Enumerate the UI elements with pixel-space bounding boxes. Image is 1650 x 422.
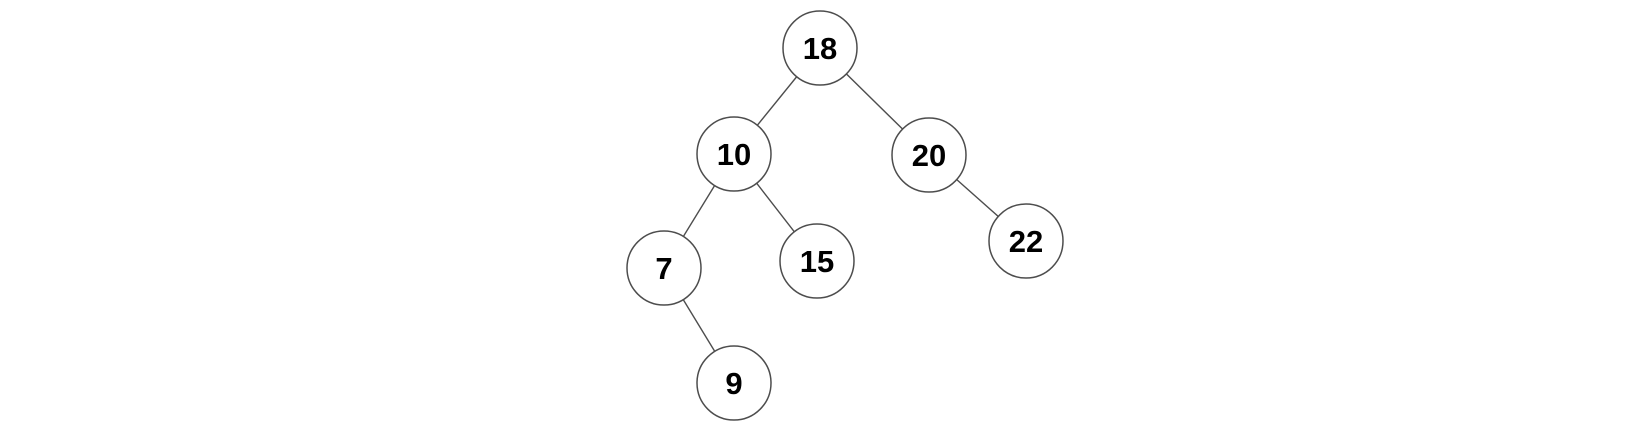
tree-node-10: 10 xyxy=(696,116,772,192)
tree-node-22: 22 xyxy=(988,203,1064,279)
tree-node-value: 20 xyxy=(912,138,946,173)
tree-node-7: 7 xyxy=(626,230,702,306)
tree-node-circle xyxy=(779,223,855,299)
tree-node-circle xyxy=(626,230,702,306)
tree-node-value: 7 xyxy=(655,251,672,286)
tree-node-18: 18 xyxy=(782,10,858,86)
tree-node-9: 9 xyxy=(696,345,772,421)
tree-node-value: 9 xyxy=(725,366,742,401)
tree-node-circle xyxy=(988,203,1064,279)
tree-node-value: 18 xyxy=(803,31,837,66)
tree-node-15: 15 xyxy=(779,223,855,299)
tree-node-value: 22 xyxy=(1009,224,1043,259)
tree-node-circle xyxy=(782,10,858,86)
tree-node-circle xyxy=(696,116,772,192)
tree-node-20: 20 xyxy=(891,117,967,193)
tree-node-circle xyxy=(891,117,967,193)
tree-node-value: 15 xyxy=(800,244,834,279)
tree-node-circle xyxy=(696,345,772,421)
tree-node-value: 10 xyxy=(717,137,751,172)
